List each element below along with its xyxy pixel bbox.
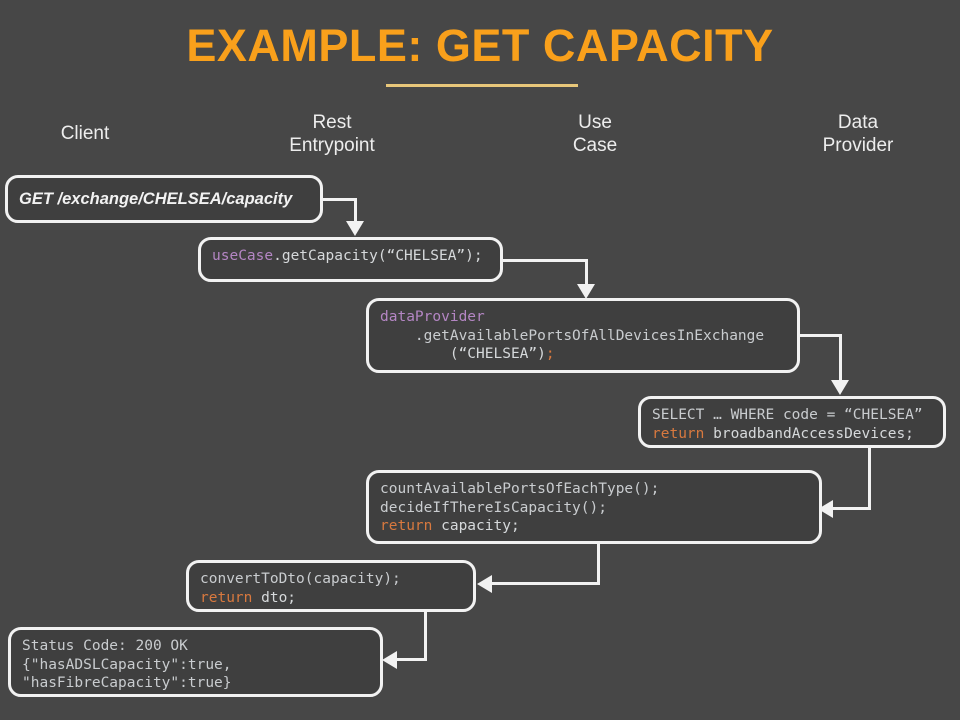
convert-dto-return-value: dto;	[252, 589, 297, 606]
usecase-logic-line-2: decideIfThereIsCapacity();	[380, 499, 607, 516]
column-header-data-provider: Data Provider	[822, 112, 894, 156]
dataprovider-line-3: (“CHELSEA”);	[380, 345, 786, 364]
dataprovider-receiver: dataProvider	[380, 309, 485, 325]
page-title: EXAMPLE: GET CAPACITY	[186, 20, 774, 71]
column-header-use-case: Use Case	[572, 112, 618, 156]
arrowhead-usecaselogic-to-dto	[477, 575, 492, 593]
dataprovider-line-1: dataProvider	[380, 308, 786, 327]
message-box-usecase-logic: countAvailablePortsOfEachType(); decideI…	[366, 470, 822, 544]
usecase-logic-return-value: capacity;	[432, 518, 520, 534]
convert-dto-line-1: convertToDto(capacity);	[200, 571, 401, 587]
http-response-line-1: Status Code: 200 OK	[22, 638, 188, 654]
dataprovider-line-2: .getAvailablePortsOfAllDevicesInExchange	[380, 327, 765, 344]
message-box-convert-to-dto: convertToDto(capacity); return dto;	[186, 560, 476, 612]
connector-sql-to-usecaselogic-h	[831, 507, 871, 510]
message-box-sql-response: SELECT … WHERE code = “CHELSEA” return b…	[638, 396, 946, 448]
connector-request-to-usecase-h	[321, 198, 357, 201]
message-box-http-request: GET /exchange/CHELSEA/capacity	[5, 175, 323, 223]
arrowhead-dto-to-response	[382, 651, 397, 669]
dataprovider-semicolon: ;	[545, 346, 555, 362]
http-response-line-3: "hasFibreCapacity":true}	[22, 675, 232, 691]
column-header-rest-entrypoint: Rest Entrypoint	[289, 112, 375, 156]
arrowhead-request-to-usecase	[346, 221, 364, 236]
connector-usecase-to-dataprovider-h	[501, 259, 588, 262]
arrowhead-dataprovider-to-sql	[831, 380, 849, 395]
usecase-call-line: useCase.getCapacity(“CHELSEA”);	[212, 247, 489, 266]
connector-dto-to-response-v	[424, 611, 427, 661]
http-request-label: GET /exchange/CHELSEA/capacity	[19, 189, 293, 208]
column-header-client: Client	[60, 123, 110, 144]
sql-return-value: broadbandAccessDevices;	[704, 425, 914, 442]
message-box-http-response: Status Code: 200 OK {"hasADSLCapacity":t…	[8, 627, 383, 697]
usecase-logic-return-keyword: return	[380, 518, 433, 534]
usecase-logic-line-1: countAvailablePortsOfEachType();	[380, 481, 660, 497]
connector-dataprovider-to-sql-h	[798, 334, 842, 337]
title-underline-rule	[386, 84, 578, 87]
convert-dto-line-2: return dto;	[200, 589, 462, 608]
connector-request-to-usecase-v	[354, 198, 357, 223]
sql-return-keyword: return	[652, 425, 705, 442]
usecase-receiver: useCase	[212, 248, 274, 264]
message-box-usecase-call: useCase.getCapacity(“CHELSEA”);	[198, 237, 503, 282]
connector-sql-to-usecaselogic-v	[868, 447, 871, 510]
connector-usecase-to-dataprovider-v	[585, 259, 588, 286]
sql-line-1: SELECT … WHERE code = “CHELSEA”	[652, 407, 923, 423]
http-response-line-2: {"hasADSLCapacity":true,	[22, 656, 232, 673]
usecase-method: .getCapacity(“CHELSEA”);	[273, 248, 483, 264]
usecase-logic-line-3: return capacity;	[380, 517, 808, 536]
message-box-dataprovider-call: dataProvider .getAvailablePortsOfAllDevi…	[366, 298, 800, 373]
sql-line-2: return broadbandAccessDevices;	[652, 425, 932, 444]
convert-dto-return-keyword: return	[200, 589, 253, 606]
connector-usecaselogic-to-dto-v	[597, 543, 600, 585]
connector-usecaselogic-to-dto-h	[490, 582, 600, 585]
arrowhead-usecase-to-dataprovider	[577, 284, 595, 299]
connector-dto-to-response-h	[395, 658, 427, 661]
dataprovider-args: (“CHELSEA”)	[380, 346, 546, 362]
connector-dataprovider-to-sql-v	[839, 334, 842, 382]
